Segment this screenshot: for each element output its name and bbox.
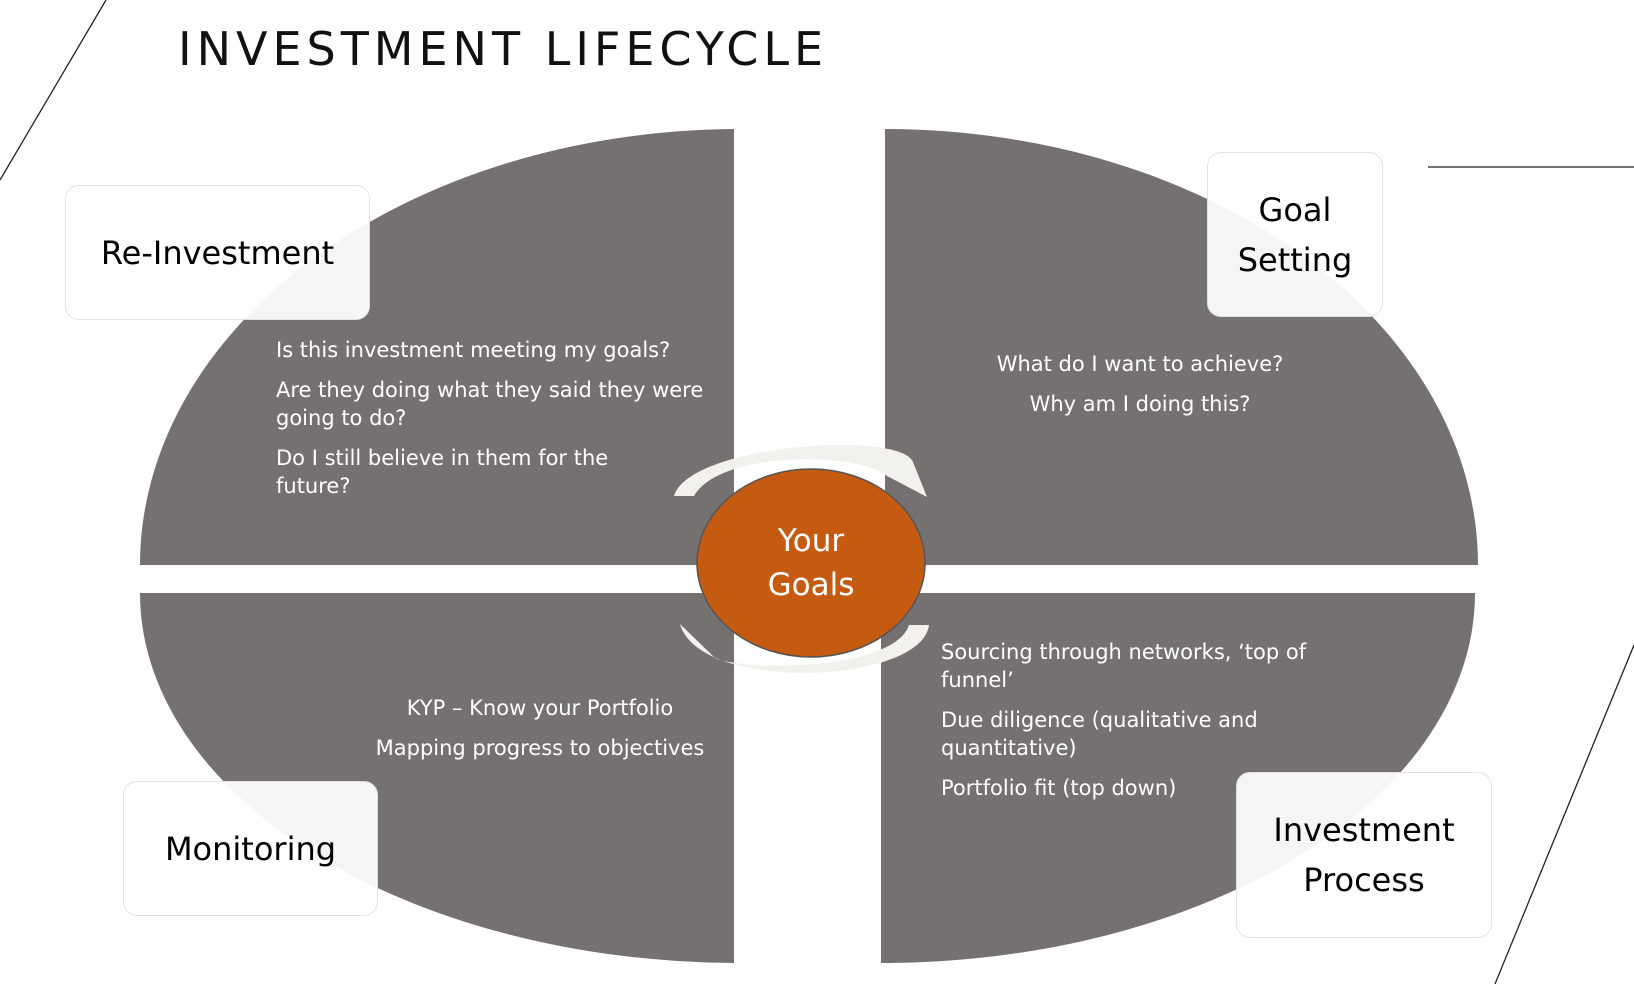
goal-setting-item: What do I want to achieve? bbox=[996, 352, 1284, 376]
goal-setting-item: Why am I doing this? bbox=[1029, 392, 1251, 416]
label-investment-process-line2: Process bbox=[1303, 861, 1425, 899]
label-goal-setting: Goal Setting bbox=[1207, 152, 1383, 317]
label-investment-process: Investment Process bbox=[1236, 772, 1492, 938]
arrow-bottom-icon bbox=[680, 624, 929, 673]
decor-line-bottom-right bbox=[1494, 644, 1634, 984]
reinvestment-item: Are they doing what they said they were … bbox=[276, 378, 704, 430]
investment-process-item: Portfolio fit (top down) bbox=[941, 776, 1177, 800]
monitoring-item: KYP – Know your Portfolio bbox=[406, 696, 674, 720]
page-title: INVESTMENT LIFECYCLE bbox=[178, 22, 829, 76]
decor-line-top-left bbox=[0, 0, 107, 181]
quadrant-reinvestment bbox=[140, 129, 734, 565]
center-label-line2: Goals bbox=[767, 567, 855, 603]
reinvestment-text: Is this investment meeting my goals? Are… bbox=[276, 336, 716, 512]
monitoring-item: Mapping progress to objectives bbox=[375, 736, 705, 760]
label-reinvestment-text: Re-Investment bbox=[100, 233, 335, 272]
investment-process-item: Due diligence (qualitative and quantitat… bbox=[941, 708, 1258, 760]
quadrant-monitoring bbox=[139, 593, 734, 963]
quadrant-investment-process bbox=[881, 593, 1475, 963]
quadrant-goal-setting bbox=[885, 129, 1478, 565]
label-monitoring-text: Monitoring bbox=[164, 829, 337, 868]
goal-setting-text: What do I want to achieve? Why am I doin… bbox=[940, 350, 1340, 430]
label-investment-process-line1: Investment bbox=[1273, 811, 1455, 849]
label-reinvestment: Re-Investment bbox=[65, 185, 370, 320]
investment-process-text: Sourcing through networks, ‘top of funne… bbox=[941, 638, 1321, 814]
reinvestment-item: Do I still believe in them for the futur… bbox=[276, 446, 609, 498]
investment-process-item: Sourcing through networks, ‘top of funne… bbox=[941, 640, 1307, 692]
label-monitoring: Monitoring bbox=[123, 781, 378, 916]
reinvestment-item: Is this investment meeting my goals? bbox=[276, 338, 671, 362]
label-goal-setting-line1: Goal bbox=[1258, 190, 1332, 229]
center-label: Your Goals bbox=[697, 470, 925, 656]
arrow-top-icon bbox=[674, 444, 927, 497]
monitoring-text: KYP – Know your Portfolio Mapping progre… bbox=[350, 694, 730, 774]
center-circle bbox=[696, 468, 926, 658]
center-label-line1: Your bbox=[777, 523, 845, 559]
label-goal-setting-line2: Setting bbox=[1237, 240, 1353, 279]
